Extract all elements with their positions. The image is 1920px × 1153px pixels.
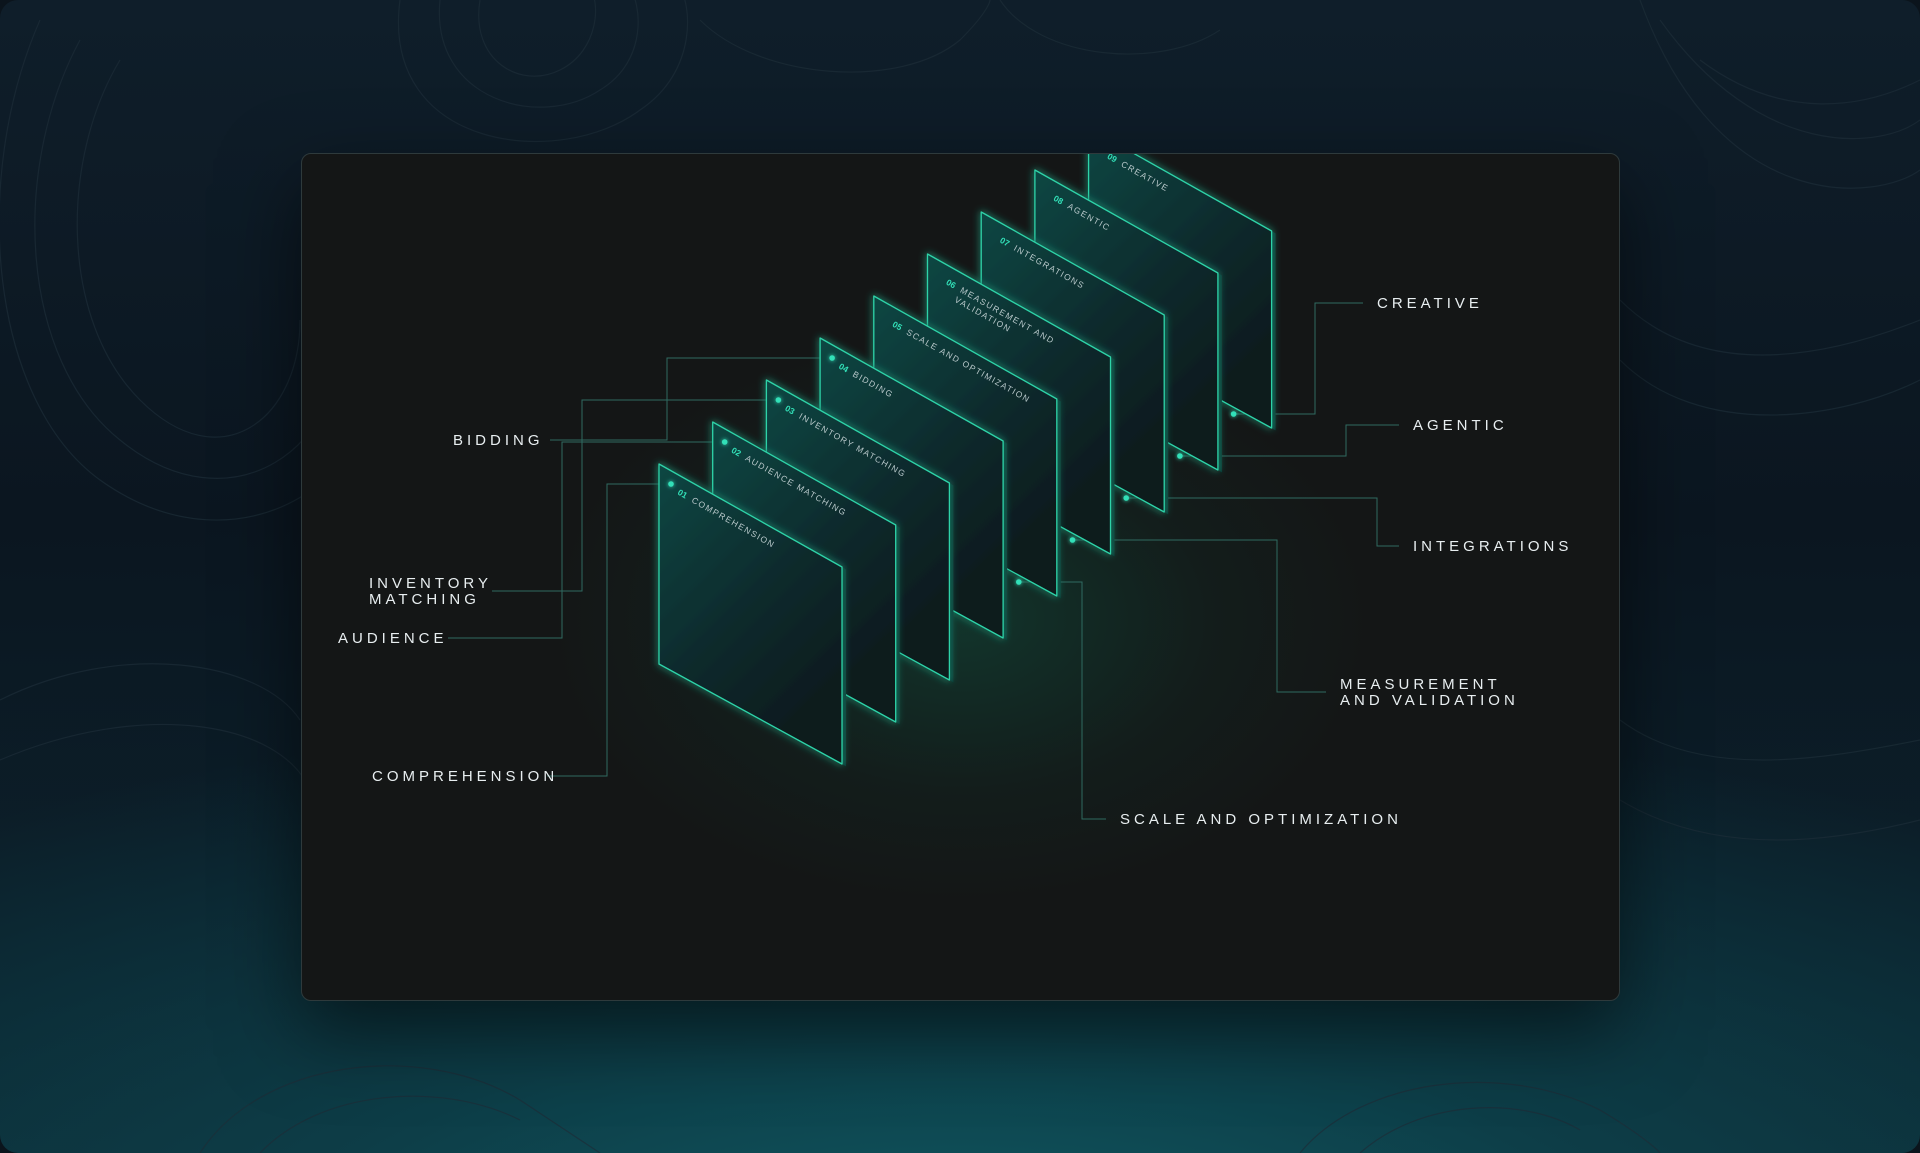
- leader-line-inventory-matching: [492, 399, 779, 592]
- callout-label-audience-matching: AUDIENCE: [338, 630, 448, 647]
- connector-dot: [668, 481, 674, 487]
- connector-dot: [1016, 579, 1022, 585]
- callout-label-creative: CREATIVE: [1377, 295, 1483, 312]
- card-number: 07: [998, 235, 1011, 248]
- connector-dot: [775, 397, 782, 403]
- card-number: 08: [1052, 193, 1065, 206]
- connector-dot: [1230, 411, 1237, 417]
- connector-dot: [721, 439, 728, 445]
- card-edge: [1056, 399, 1061, 599]
- leader-line-bidding: [550, 357, 833, 441]
- leader-line-scale-and-optimization: [1018, 581, 1106, 820]
- callout-label-bidding: BIDDING: [453, 432, 544, 449]
- card-number: 06: [945, 277, 958, 290]
- leader-line-comprehension: [547, 483, 671, 777]
- card-edge: [842, 567, 846, 767]
- card-number: 05: [891, 319, 904, 332]
- card-number: 04: [837, 361, 850, 374]
- card-number: 09: [1106, 154, 1119, 165]
- leader-line-agentic: [1179, 424, 1399, 457]
- card-number: 03: [783, 403, 796, 416]
- card-edge: [1271, 231, 1276, 431]
- callout-label-comprehension: COMPREHENSION: [372, 768, 558, 785]
- connector-dot: [1123, 495, 1129, 501]
- leader-line-measurement-and-validation: [1072, 539, 1326, 693]
- card-number: 02: [730, 445, 743, 458]
- callout-label-integrations: INTEGRATIONS: [1413, 538, 1572, 555]
- card-edge: [949, 483, 954, 683]
- card-face: [658, 463, 843, 765]
- card-number: 01: [676, 487, 689, 500]
- leader-line-audience-matching: [448, 441, 725, 639]
- connector-dot: [1177, 453, 1183, 459]
- connector-dot: [829, 355, 835, 361]
- callout-label-agentic: AGENTIC: [1413, 417, 1508, 434]
- card-edge: [1217, 273, 1222, 473]
- card-edge: [895, 525, 900, 725]
- callout-label-scale-and-optimization: SCALE AND OPTIMIZATION: [1120, 811, 1402, 828]
- card-edge: [1110, 357, 1115, 557]
- card-edge: [1164, 315, 1169, 515]
- connector-dot: [1069, 537, 1076, 543]
- leader-line-integrations: [1126, 497, 1399, 547]
- card-edge: [1003, 441, 1008, 641]
